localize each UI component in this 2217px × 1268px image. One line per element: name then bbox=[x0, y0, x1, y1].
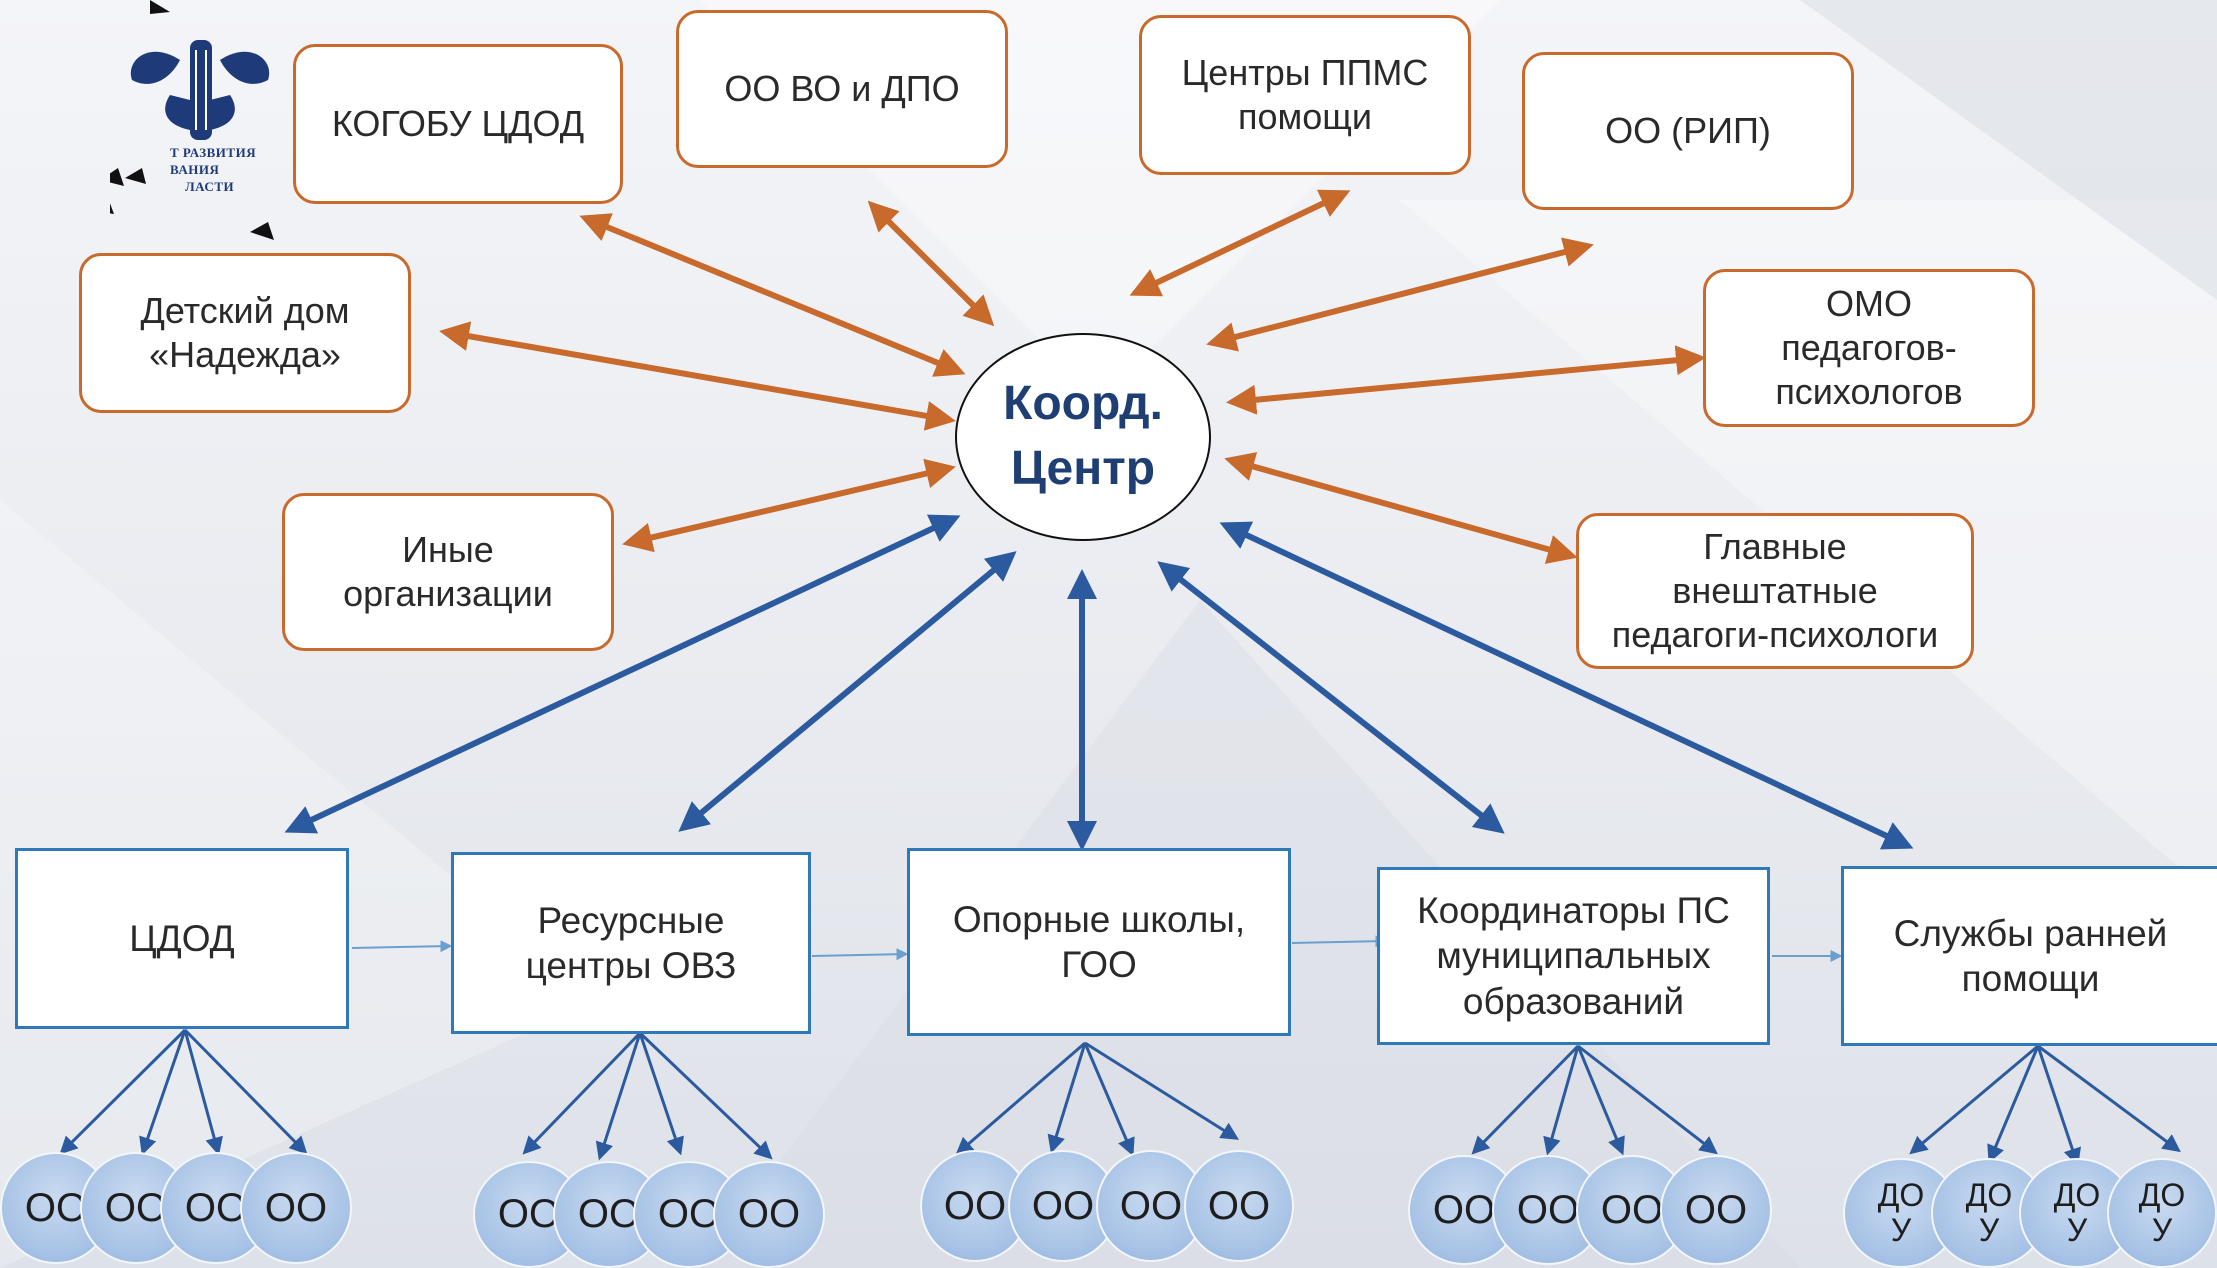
leaf-oo: ОО bbox=[240, 1152, 352, 1264]
logo-text-3: ЛАСТИ bbox=[185, 179, 235, 194]
dou-line1: ДО bbox=[2053, 1176, 2101, 1213]
box-centry-ppms: Центры ППМС помощи bbox=[1139, 15, 1471, 175]
fan-5b bbox=[1987, 1045, 2040, 1164]
box-label-2: «Надежда» bbox=[149, 334, 341, 375]
box-label-3: педагоги-психологи bbox=[1611, 613, 1939, 655]
box-detskiy-dom: Детский дом «Надежда» bbox=[79, 253, 411, 413]
fan-1c bbox=[183, 1029, 223, 1156]
box-label-1: Детский дом bbox=[140, 290, 350, 332]
box-label-2: внештатные bbox=[1672, 570, 1878, 612]
logo-text-2: ВАНИЯ bbox=[170, 162, 220, 177]
leaf-dou: ДО У bbox=[2019, 1158, 2135, 1268]
arrow-sluzhby bbox=[1219, 521, 1914, 850]
leaf-oo: ОО bbox=[1492, 1155, 1604, 1265]
box-label-3: психологов bbox=[1775, 370, 1963, 412]
leaf-oo: ОО bbox=[713, 1161, 825, 1268]
institute-logo: Т РАЗВИТИЯ ВАНИЯ ЛАСТИ bbox=[110, 0, 310, 240]
box-label-2: ГОО bbox=[1061, 944, 1137, 985]
arrow-rip bbox=[1206, 237, 1594, 352]
box-label-1: Опорные школы, bbox=[952, 898, 1246, 940]
link-3 bbox=[1291, 935, 1388, 948]
box-label: ОО (РИП) bbox=[1605, 110, 1771, 152]
fan-1b bbox=[139, 1029, 187, 1156]
link-1 bbox=[351, 940, 453, 953]
fan-1a bbox=[59, 1028, 187, 1155]
box-resursnye-centry: Ресурсные центры ОВЗ bbox=[451, 852, 811, 1034]
box-inye-organizacii: Иные организации bbox=[282, 493, 614, 651]
box-sluzhby-ranney-pomoschi: Службы ранней помощи bbox=[1841, 866, 2217, 1046]
fan-5d bbox=[2037, 1044, 2181, 1153]
fan-3a bbox=[955, 1041, 1086, 1156]
dou-line2: У bbox=[1978, 1212, 2000, 1248]
box-cdod: ЦДОД bbox=[15, 848, 349, 1029]
box-label-2: муниципальных bbox=[1436, 935, 1711, 977]
dou-line2: У bbox=[1890, 1212, 1912, 1248]
box-omo-pedagogov: ОМО педагогов- психологов bbox=[1703, 269, 2035, 427]
box-label: КОГОБУ ЦДОД bbox=[331, 103, 585, 145]
leaf-dou: ДО У bbox=[2107, 1158, 2217, 1268]
box-label-1: ОМО bbox=[1826, 283, 1912, 325]
dou-line2: У bbox=[2066, 1212, 2088, 1248]
box-label-2: организации bbox=[343, 573, 553, 614]
box-label-3: образований bbox=[1462, 980, 1685, 1022]
box-oo-rip: ОО (РИП) bbox=[1522, 52, 1854, 210]
fan-3c bbox=[1083, 1042, 1135, 1157]
fan-4c bbox=[1576, 1045, 1625, 1156]
fan-5c bbox=[2036, 1045, 2081, 1167]
box-label-2: центры ОВЗ bbox=[525, 945, 737, 986]
fan-1d bbox=[183, 1028, 308, 1155]
arrow-glavnye bbox=[1224, 452, 1578, 564]
box-label: ОО ВО и ДПО bbox=[724, 68, 960, 110]
logo-text-1: Т РАЗВИТИЯ bbox=[170, 145, 257, 160]
dou-line1: ДО bbox=[2138, 1176, 2186, 1213]
box-label-1: Иные bbox=[402, 529, 494, 571]
fan-3b bbox=[1047, 1042, 1087, 1154]
arrow-resursnye bbox=[678, 551, 1017, 832]
arrow-omo bbox=[1226, 345, 1706, 415]
box-label-1: Координаторы ПС bbox=[1417, 890, 1730, 932]
box-label-2: помощи bbox=[1961, 958, 2100, 999]
box-koordinatory-ps: Координаторы ПС муниципальных образовани… bbox=[1377, 867, 1770, 1045]
coord-center-node: Коорд. Центр bbox=[955, 333, 1211, 541]
fan-2b bbox=[595, 1032, 642, 1161]
box-label-2: помощи bbox=[1237, 96, 1372, 137]
box-label-1: Ресурсные bbox=[537, 899, 725, 941]
box-label: ЦДОД bbox=[129, 917, 235, 959]
box-label-2: педагогов- bbox=[1781, 327, 1957, 369]
dou-line1: ДО bbox=[1965, 1176, 2013, 1213]
dou-line1: ДО bbox=[1877, 1176, 1925, 1213]
fan-2a bbox=[522, 1031, 642, 1155]
fan-2d bbox=[638, 1031, 773, 1160]
arrow-inye bbox=[622, 458, 956, 553]
box-label-1: Службы ранней bbox=[1893, 912, 2168, 954]
arrow-ppms bbox=[1129, 189, 1351, 297]
box-oo-vo-dpo: ОО ВО и ДПО bbox=[676, 10, 1008, 168]
fan-5a bbox=[1909, 1044, 2039, 1155]
center-line2: Центр bbox=[1010, 442, 1156, 495]
link-2 bbox=[811, 948, 909, 961]
box-kogobu-cdod: КОГОБУ ЦДОД bbox=[293, 44, 623, 204]
arrow-oo-vo bbox=[867, 200, 995, 327]
arrow-koordinatory bbox=[1157, 561, 1505, 834]
box-label-1: Центры ППМС bbox=[1181, 52, 1429, 94]
box-opornye-shkoly: Опорные школы, ГОО bbox=[907, 848, 1291, 1036]
dou-line2: У bbox=[2151, 1212, 2173, 1248]
fan-4d bbox=[1577, 1044, 1718, 1155]
leaf-oo: ОО bbox=[1660, 1155, 1772, 1265]
box-glavnye-psihologi: Главные внештатные педагоги-психологи bbox=[1576, 513, 1974, 669]
fan-4b bbox=[1543, 1045, 1580, 1156]
fan-2c bbox=[638, 1032, 684, 1156]
leaf-oo: ОО bbox=[1184, 1150, 1294, 1262]
arrow-kogobu bbox=[579, 213, 966, 377]
center-line1: Коорд. bbox=[1003, 377, 1163, 431]
box-label-1: Главные bbox=[1703, 526, 1847, 568]
fan-4a bbox=[1471, 1044, 1580, 1155]
fan-3d bbox=[1084, 1041, 1240, 1140]
arrow-detdom bbox=[439, 321, 956, 431]
